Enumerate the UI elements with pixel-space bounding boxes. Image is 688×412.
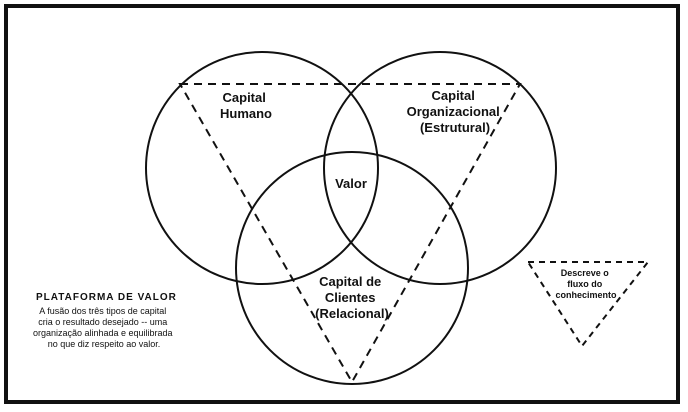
value-label: Valor (335, 176, 367, 191)
circle-human-capital (145, 51, 379, 285)
diagram-frame (4, 4, 680, 404)
client-capital-label: Capital de Clientes (Relacional) (315, 274, 389, 321)
organizational-capital-label: Capital Organizacional (Estrutural) (407, 88, 504, 135)
knowledge-flow-triangle (178, 83, 522, 385)
legend-description: A fusão dos três tipos de capital cria o… (33, 306, 175, 349)
circle-organizational-capital (323, 51, 557, 285)
legend-title: PLATAFORMA DE VALOR (36, 292, 177, 303)
circle-client-capital (235, 151, 469, 385)
flow-note-text: Descreve o fluxo do conhecimento (555, 268, 617, 300)
human-capital-label: Capital Humano (220, 90, 272, 121)
flow-note-triangle (526, 261, 651, 348)
